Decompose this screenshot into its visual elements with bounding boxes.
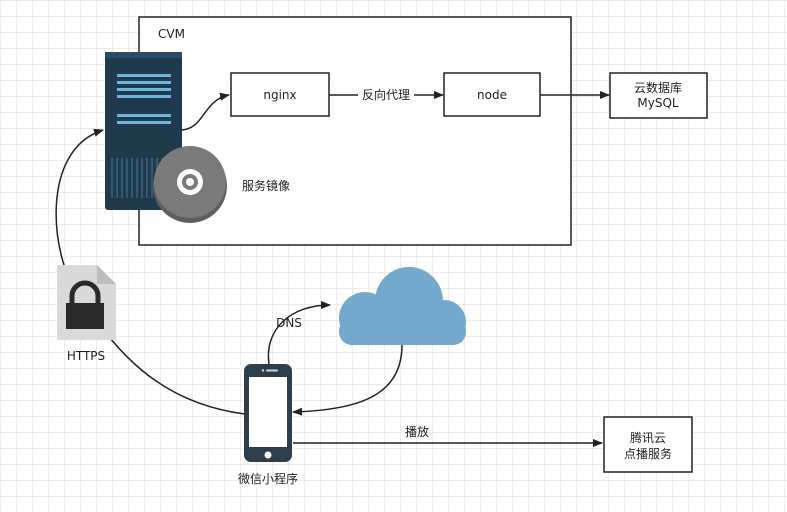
cvm-label: CVM: [158, 27, 185, 41]
dns-label: DNS: [276, 316, 302, 330]
nginx-box: [230, 72, 330, 117]
db-box: [609, 72, 708, 119]
play-label: 播放: [405, 424, 429, 439]
client-label: 微信小程序: [238, 471, 298, 486]
cloud-icon: [339, 267, 466, 345]
https-label: HTTPS: [67, 349, 105, 363]
disc-icon: [153, 146, 227, 223]
dns-arrow: [267, 301, 331, 365]
db-label-line2: MySQL: [637, 96, 679, 110]
nginx-label: nginx: [263, 88, 296, 102]
vod-label-line2: 点播服务: [624, 446, 672, 461]
server-to-nginx-arrow: [181, 92, 230, 131]
node-box: [443, 72, 541, 117]
phone-icon: [244, 364, 292, 462]
proxy-label: 反向代理: [362, 87, 410, 102]
image-label: 服务镜像: [242, 178, 290, 193]
vod-box: [603, 416, 693, 473]
vod-label-line1: 腾讯云: [630, 430, 666, 445]
cloud-to-phone-arrow: [292, 344, 403, 416]
node-label: node: [477, 88, 507, 102]
lock-file-icon: [57, 265, 116, 340]
db-label-line1: 云数据库: [634, 80, 682, 95]
